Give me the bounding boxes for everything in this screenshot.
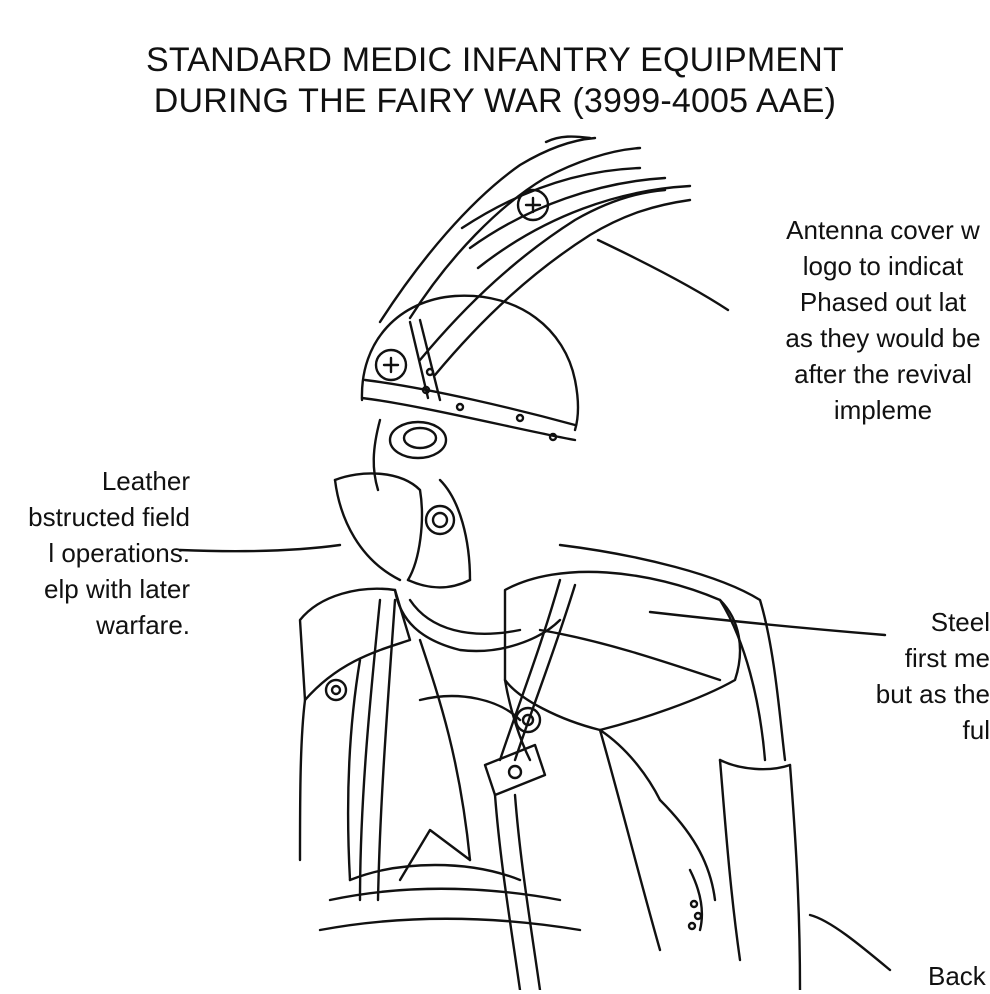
annotation-antenna-cover: Antenna cover w logo to indicat Phased o… [776,212,990,428]
annotation-line: Leather [101,466,190,496]
annotation-line: elp with later [44,574,190,604]
annotation-line: Phased out lat [799,287,967,317]
annotation-line: l operations. [48,538,190,568]
annotation-steel-armor: Steel first me but as the ful [872,604,990,748]
leader-antenna [596,238,730,312]
annotation-line: logo to indicat [802,251,964,281]
straps [358,578,577,990]
title-line-1: STANDARD MEDIC INFANTRY EQUIPMENT [145,41,844,79]
helmet [360,294,580,442]
annotation-line: Steel [930,607,990,637]
leader-steel [648,610,887,637]
annotation-line: Back [928,961,986,991]
annotation-line: ful [962,715,990,745]
leather-mask [333,418,472,589]
leader-back [808,913,892,972]
annotation-line: impleme [833,395,933,425]
annotation-line: warfare. [96,610,190,640]
leader-leather [178,543,342,553]
annotation-line: bstructed field [28,502,190,532]
page-title: STANDARD MEDIC INFANTRY EQUIPMENT DURING… [0,40,990,123]
breastplate [318,638,582,932]
shoulder-armor-right [503,570,742,802]
arm-right [598,728,717,952]
annotation-line: first me [904,643,990,673]
annotation-line: Antenna cover w [786,215,980,245]
annotation-line: as they would be [785,323,981,353]
annotation-backpack: Back [928,958,990,994]
backpack [558,543,802,990]
shoulder-armor-left [298,587,412,862]
antenna-cover [374,135,692,382]
annotation-leather-mask: Leather bstructed field l operations. el… [0,463,190,643]
annotation-line: but as the [875,679,990,709]
title-line-2: DURING THE FAIRY WAR (3999-4005 AAE) [153,82,837,121]
annotation-line: after the revival [794,359,972,389]
